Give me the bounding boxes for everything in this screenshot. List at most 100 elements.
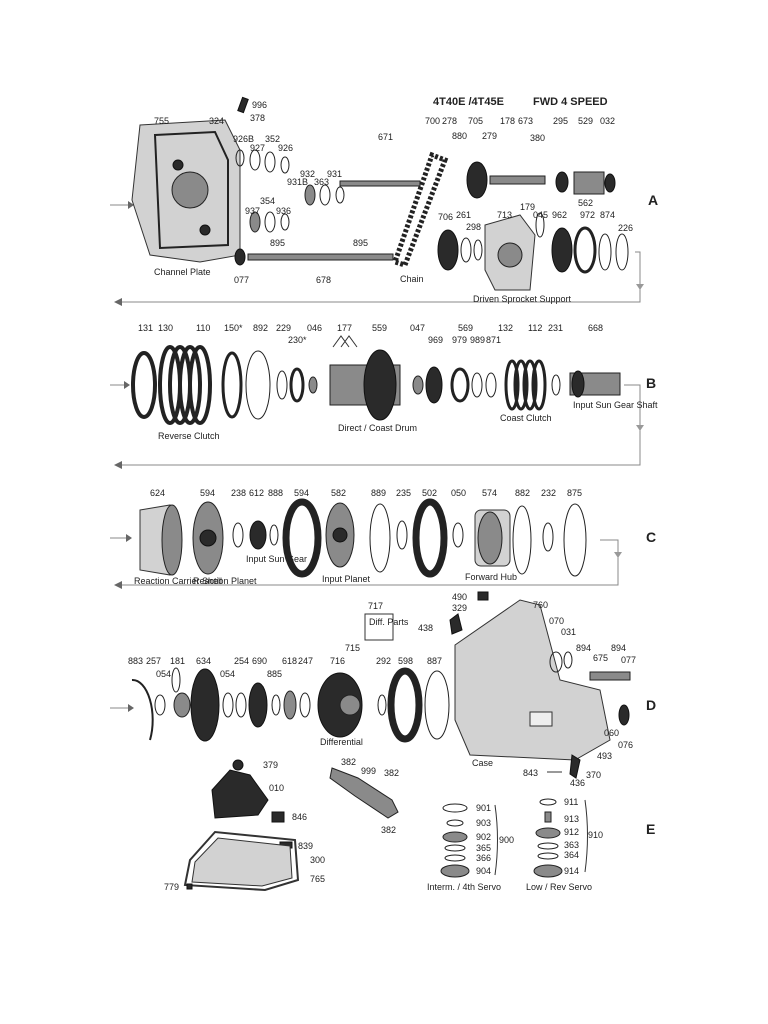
label-case: Case (472, 758, 493, 768)
ring-892 (245, 350, 271, 420)
seal (335, 186, 345, 204)
part-number: 894 (576, 643, 591, 653)
arrow-head-icon (614, 552, 622, 558)
part-number: 370 (586, 770, 601, 780)
model-title: 4T40E /4T45E (433, 96, 504, 108)
bushing-077 (234, 248, 246, 266)
row-c-parts (110, 498, 622, 589)
ring-885 (271, 694, 281, 716)
ring-226 (615, 233, 629, 271)
sensor-438 (449, 613, 463, 635)
gasket-300 (183, 830, 300, 892)
planet-hub (332, 527, 348, 543)
seal (264, 151, 276, 173)
part-number: 247 (298, 656, 313, 666)
ring-gear-594 (282, 498, 322, 578)
row-letter-e: E (646, 821, 655, 837)
ring-054 (154, 694, 166, 716)
part-number: 883 (128, 656, 143, 666)
part-number: 382 (381, 825, 396, 835)
ring-366 (444, 854, 466, 862)
part-number: 882 (515, 488, 530, 498)
label-driven-sprocket-support: Driven Sprocket Support (473, 294, 572, 304)
part-number: 885 (267, 669, 282, 679)
part-number: 979 (452, 335, 467, 345)
label-reaction-planet: Reaction Planet (193, 576, 257, 586)
part-number: 936 (276, 206, 291, 216)
part-number: 226 (618, 223, 633, 233)
row-b-part-numbers: 131 130 110 150* 892 229 230* 046 177 55… (138, 323, 658, 441)
part-number: 999 (361, 766, 376, 776)
label-forward-hub: Forward Hub (465, 572, 517, 582)
label-reverse-clutch: Reverse Clutch (158, 431, 220, 441)
plate-150 (221, 351, 243, 419)
part-number: 493 (597, 751, 612, 761)
part-number: 046 (307, 323, 322, 333)
plug-490 (477, 591, 489, 601)
part-number: 618 (282, 656, 297, 666)
seal (249, 149, 261, 171)
forward-hub-face (477, 511, 503, 565)
part-number: 913 (564, 814, 579, 824)
bolt-996 (237, 96, 249, 114)
part-number: 678 (316, 275, 331, 285)
part-number: 295 (553, 116, 568, 126)
diff-parts-box (364, 613, 394, 641)
part-number: 559 (372, 323, 387, 333)
arrow-head-icon (636, 284, 644, 290)
differential-gear (339, 694, 361, 716)
ring-901 (442, 803, 468, 813)
part-number: 278 (442, 116, 457, 126)
ring-871 (485, 372, 497, 398)
channel-plate-boss (171, 171, 209, 209)
part-number: 887 (427, 656, 442, 666)
arrow-head-icon (114, 298, 122, 306)
part-number: 846 (292, 812, 307, 822)
coast-clutch-plate (531, 359, 547, 411)
filter-010 (211, 769, 269, 819)
part-number: 179 (520, 202, 535, 212)
channel-plate-port (199, 224, 211, 236)
washer-238 (232, 522, 244, 548)
arrow-head-icon (114, 461, 122, 469)
part-number: 904 (476, 866, 491, 876)
part-number: 257 (146, 656, 161, 666)
bearing (173, 692, 191, 718)
washer-261 (460, 237, 472, 263)
part-number: 298 (466, 222, 481, 232)
part-number: 261 (456, 210, 471, 220)
part-number: 675 (593, 653, 608, 663)
row-d-parts (110, 591, 631, 779)
ring-181 (171, 667, 181, 693)
part-number: 843 (523, 768, 538, 778)
arrow-head-icon (128, 201, 134, 209)
part-number: 490 (452, 592, 467, 602)
part-number: 231 (548, 323, 563, 333)
part-number: 379 (263, 760, 278, 770)
input-sun-gear (249, 520, 267, 550)
planet-hub (199, 529, 217, 547)
seal-298 (473, 239, 483, 261)
row-letter-a: A (648, 192, 658, 208)
label-diff-parts: Diff. Parts (369, 617, 409, 627)
ring-903 (446, 819, 464, 827)
part-number: 238 (231, 488, 246, 498)
part-number: 594 (200, 488, 215, 498)
part-number: 902 (476, 832, 491, 842)
coast-clutch-plate (522, 359, 538, 411)
part-number: 912 (564, 827, 579, 837)
reverse-clutch-plate (178, 345, 202, 425)
ring-231 (551, 374, 561, 396)
part-number: 235 (396, 488, 411, 498)
ring-364 (537, 852, 559, 860)
channel-plate-port (172, 159, 184, 171)
ring-254 (235, 692, 247, 718)
part-number: 673 (518, 116, 533, 126)
part-number: 705 (468, 116, 483, 126)
part-number: 229 (276, 323, 291, 333)
ring-gear-598 (387, 667, 423, 743)
label-low-rev-servo: Low / Rev Servo (526, 882, 592, 892)
row-a-part-numbers: 996 378 755 324 926B 927 352 926 932 931… (154, 100, 633, 304)
band-999 (329, 767, 399, 819)
coast-clutch-plate (504, 359, 520, 411)
